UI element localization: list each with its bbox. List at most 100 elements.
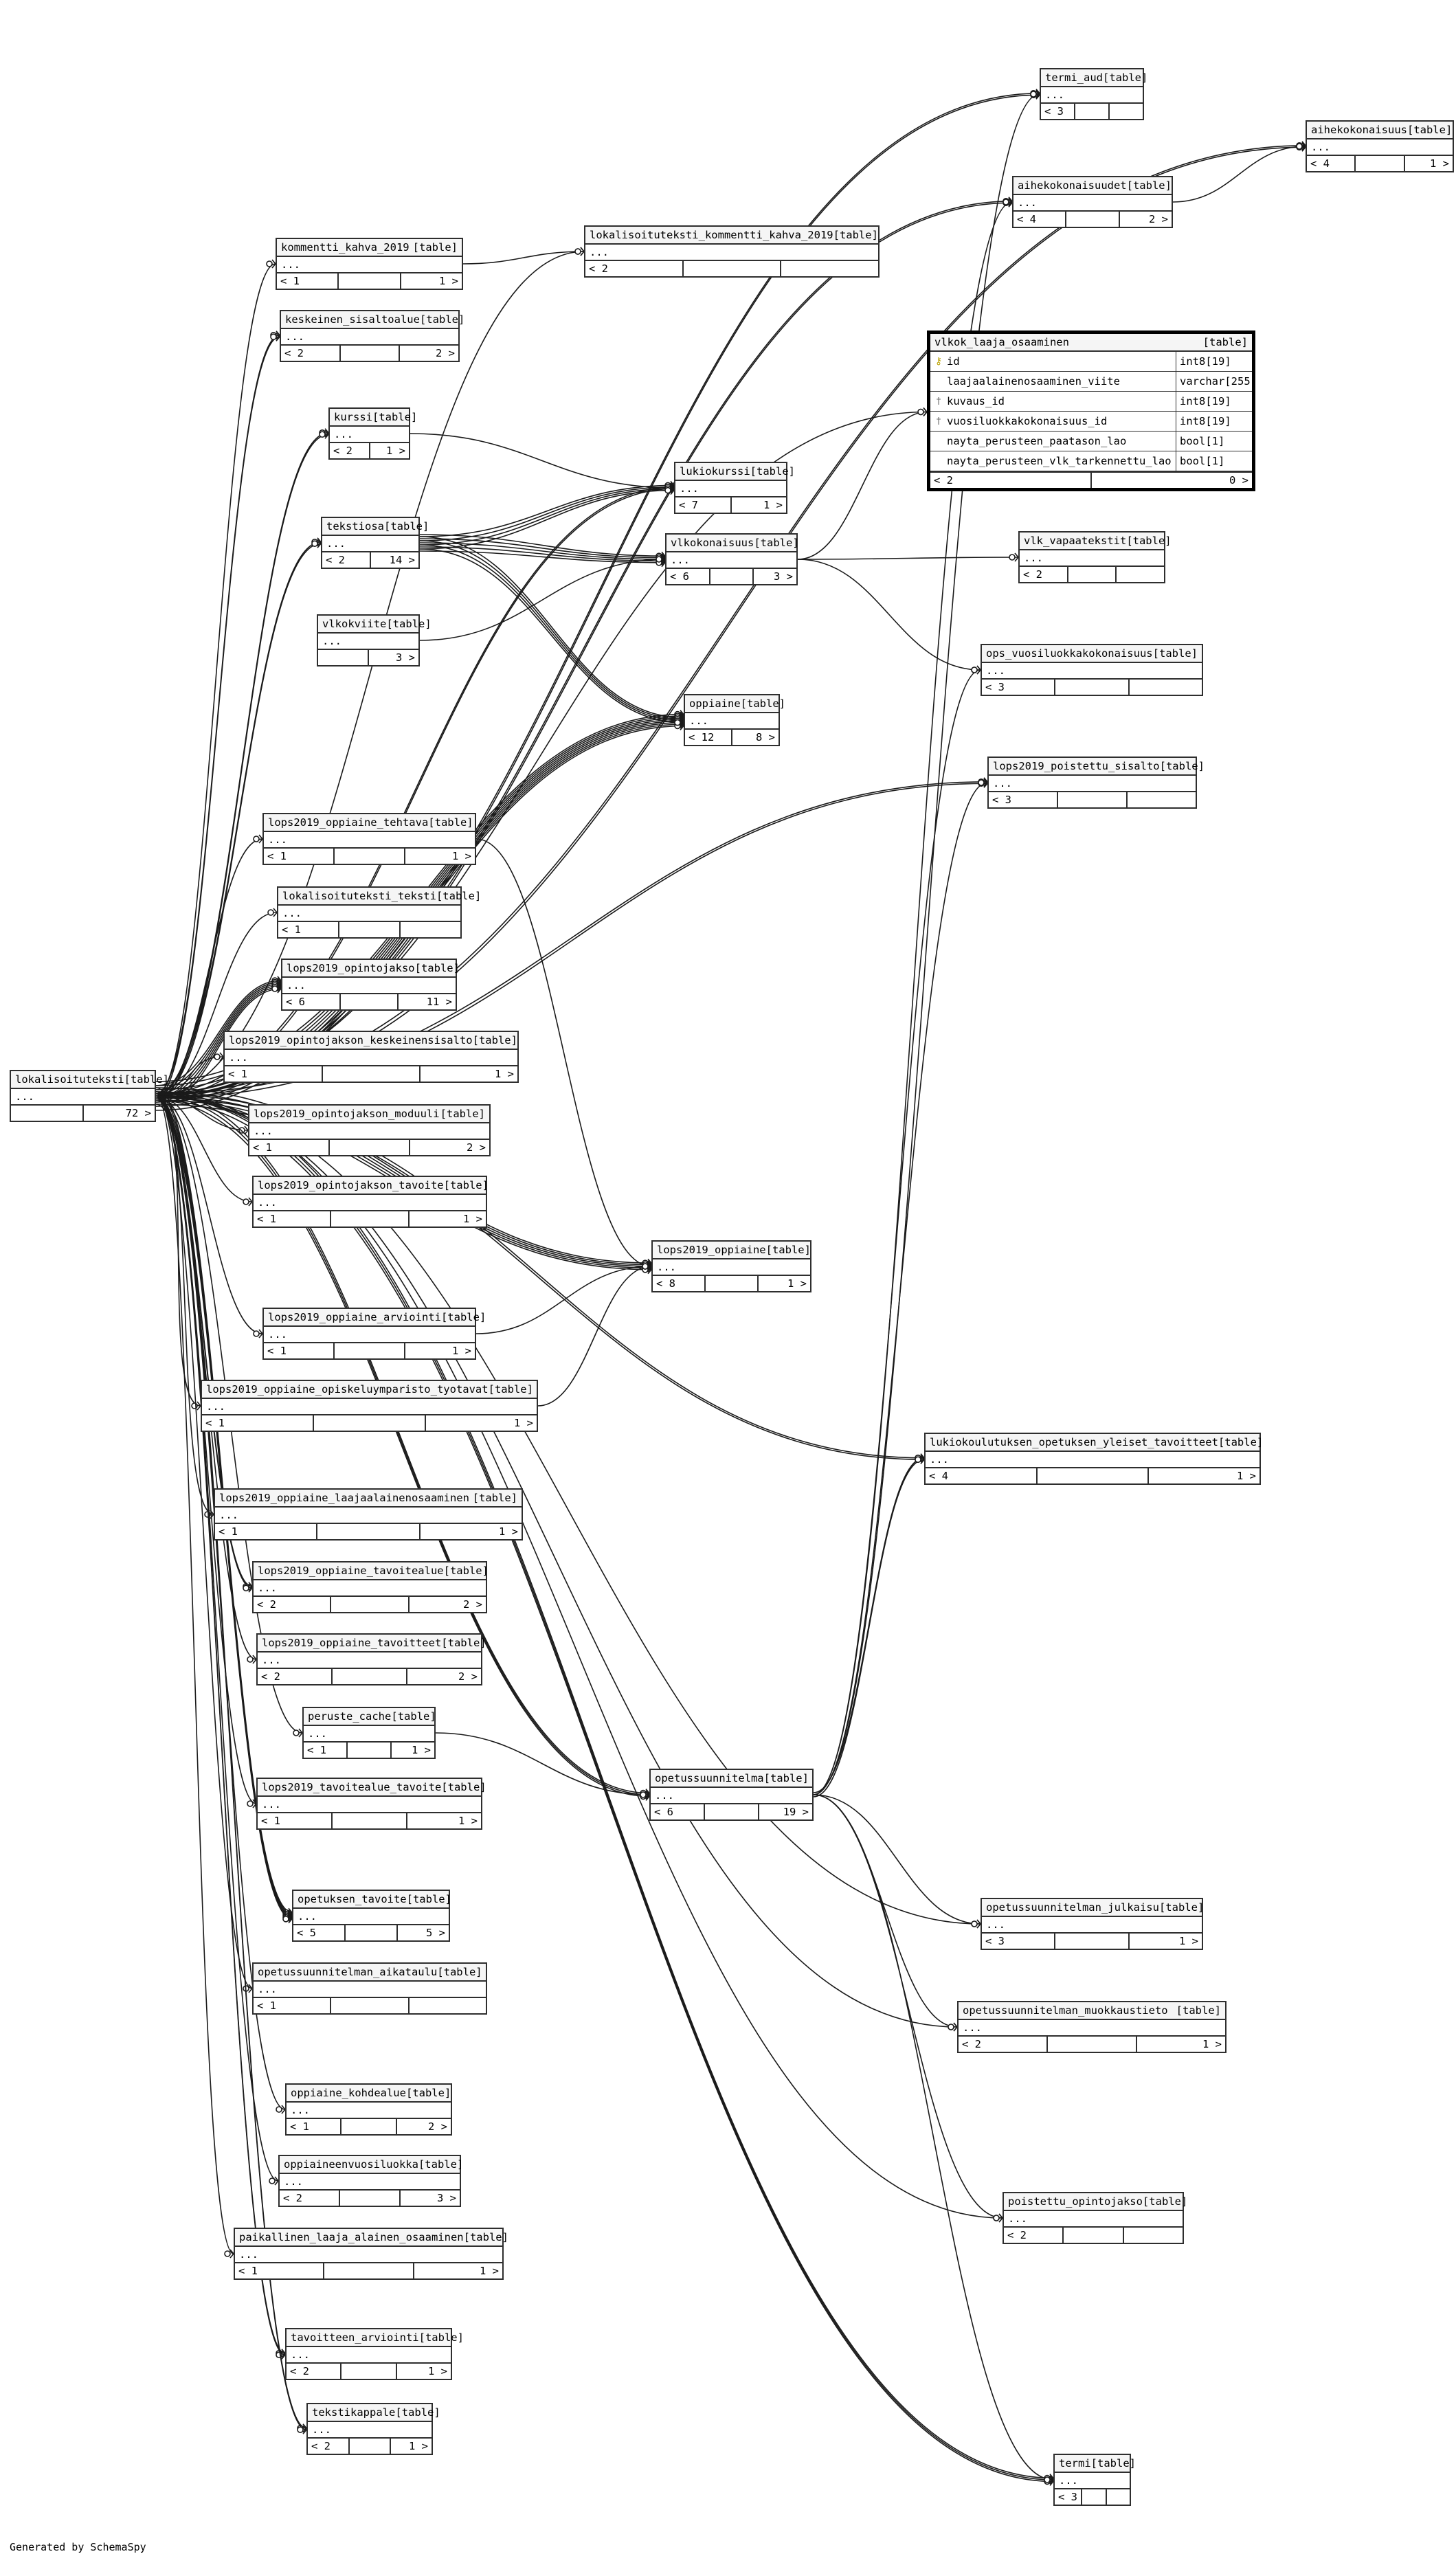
table-name[interactable]: termi_aud (1045, 71, 1103, 84)
table-name[interactable]: tekstikappale (312, 2406, 396, 2419)
table-name[interactable]: lops2019_oppiaine_laajaalainenosaaminen (219, 1492, 469, 1504)
table-name[interactable]: lops2019_oppiaine (657, 1244, 766, 1256)
table-vlkokviite[interactable]: vlkokviite[table]...3 > (317, 614, 432, 666)
table-vlk-vapaatekstit[interactable]: vlk_vapaatekstit[table]...< 2 (1018, 531, 1172, 583)
table-name[interactable]: lops2019_poistettu_sisalto (993, 760, 1160, 772)
table-ops-vuosiluokkakokonaisuus[interactable]: ops_vuosiluokkakokonaisuus[table]...< 3 (981, 644, 1203, 696)
table-lops2019-oppiaine-opiskeluymparisto-tyotavat[interactable]: lops2019_oppiaine_opiskeluymparisto_tyot… (201, 1380, 538, 1432)
table-name[interactable]: aihekokonaisuus (1311, 124, 1407, 136)
table-lops2019-oppiaine-tavoitteet[interactable]: lops2019_oppiaine_tavoitteet[table]...< … (256, 1633, 486, 1685)
table-name[interactable]: lokalisoituteksti (15, 1073, 124, 1086)
table-name[interactable]: keskeinen_sisaltoalue (285, 313, 420, 326)
table-opetussuunnitelman-julkaisu[interactable]: opetussuunnitelman_julkaisu[table]...< 3… (981, 1898, 1205, 1950)
table-name[interactable]: poistettu_opintojakso (1008, 2195, 1143, 2208)
table-lokalisoituteksti[interactable]: lokalisoituteksti[table]...72 > (10, 1070, 169, 1122)
table-name[interactable]: oppiaine_kohdealue (291, 2087, 406, 2099)
table-lops2019-oppiaine-tavoitealue[interactable]: lops2019_oppiaine_tavoitealue[table]...<… (252, 1561, 489, 1613)
table-poistettu-opintojakso[interactable]: poistettu_opintojakso[table]...< 2 (1003, 2192, 1187, 2244)
table-lokalisoituteksti-kommentti-kahva-2019[interactable]: lokalisoituteksti_kommentti_kahva_2019[t… (584, 225, 880, 278)
table-name[interactable]: tavoitteen_arviointi (291, 2331, 419, 2344)
table-name[interactable]: termi (1059, 2457, 1091, 2469)
table-lops2019-opintojakson-tavoite[interactable]: lops2019_opintojakson_tavoite[table]...<… (252, 1176, 489, 1228)
table-name[interactable]: lops2019_oppiaine_tavoitealue (258, 1565, 444, 1577)
table-opetussuunnitelman-muokkaustieto[interactable]: opetussuunnitelman_muokkaustieto[table].… (957, 2001, 1227, 2053)
table-lops2019-opintojakson-moduuli[interactable]: lops2019_opintojakson_moduuli[table]...<… (248, 1104, 491, 1156)
table-name[interactable]: opetussuunnitelma (655, 1772, 764, 1784)
table-name[interactable]: lops2019_opintojakson_moduuli (254, 1108, 440, 1120)
table-paikallinen-laaja-alainen-osaaminen[interactable]: paikallinen_laaja_alainen_osaaminen[tabl… (234, 2228, 508, 2280)
table-name[interactable]: paikallinen_laaja_alainen_osaaminen (239, 2231, 464, 2243)
table-tag: [table] (1158, 1901, 1205, 1914)
table-name[interactable]: peruste_cache (308, 1710, 392, 1723)
table-name[interactable]: lops2019_oppiaine_arviointi (268, 1311, 441, 1323)
table-lokalisoituteksti-teksti[interactable]: lokalisoituteksti_teksti[table]...< 1 (277, 886, 481, 939)
table-header: lukiokoulutuksen_opetuksen_yleiset_tavoi… (926, 1434, 1263, 1452)
table-lops2019-poistettu-sisalto[interactable]: lops2019_poistettu_sisalto[table]...< 3 (987, 757, 1205, 809)
table-name[interactable]: lops2019_opintojakso (287, 962, 415, 974)
table-termi-aud[interactable]: termi_aud[table]...< 3 (1040, 68, 1147, 120)
table-name[interactable]: lops2019_oppiaine_opiskeluymparisto_tyot… (206, 1383, 489, 1396)
count-cell: < 1 (257, 1213, 276, 1225)
table-lops2019-oppiaine-arviointi[interactable]: lops2019_oppiaine_arviointi[table]...< 1… (262, 1308, 486, 1360)
table-name[interactable]: vlkok_laaja_osaaminen (934, 336, 1069, 348)
table-name[interactable]: vlkokonaisuus (671, 537, 754, 549)
table-name[interactable]: opetussuunnitelman_julkaisu (986, 1901, 1159, 1914)
table-name[interactable]: tekstiosa (326, 520, 384, 533)
table-lops2019-opintojakson-keskeinensisalto[interactable]: lops2019_opintojakson_keskeinensisalto[t… (223, 1031, 519, 1083)
table-termi[interactable]: termi[table]...< 3 (1053, 2454, 1136, 2506)
count-cell: 1 > (1136, 2037, 1225, 2052)
table-name[interactable]: oppiaine (689, 697, 741, 710)
table-name[interactable]: vlk_vapaatekstit (1024, 535, 1127, 547)
table-name[interactable]: lukiokoulutuksen_opetuksen_yleiset_tavoi… (930, 1436, 1218, 1448)
table-name[interactable]: lops2019_opintojakson_keskeinensisalto (229, 1034, 473, 1046)
table-name[interactable]: aihekokonaisuudet (1018, 179, 1127, 192)
table-name[interactable]: oppiaineenvuosiluokka (284, 2158, 418, 2171)
table-name[interactable]: kommentti_kahva_2019 (281, 241, 410, 254)
table-name[interactable]: kurssi (334, 411, 372, 423)
table-name[interactable]: opetussuunnitelman_muokkaustieto (963, 2004, 1168, 2017)
table-lops2019-tavoitealue-tavoite[interactable]: lops2019_tavoitealue_tavoite[table]...< … (256, 1778, 486, 1830)
table-name[interactable]: lops2019_oppiaine_tehtava (268, 816, 429, 829)
table-name[interactable]: lokalisoituteksti_teksti (282, 890, 436, 902)
table-name[interactable]: opetuksen_tavoite (298, 1893, 407, 1905)
table-name[interactable]: lops2019_opintojakson_tavoite (258, 1179, 444, 1191)
table-name[interactable]: lukiokurssi (680, 465, 750, 478)
table-lops2019-oppiaine-laajaalainenosaaminen[interactable]: lops2019_oppiaine_laajaalainenosaaminen[… (214, 1488, 523, 1541)
table-opetussuunnitelman-aikataulu[interactable]: opetussuunnitelman_aikataulu[table]...< … (252, 1962, 487, 2015)
table-name[interactable]: opetussuunnitelman_aikataulu (258, 1966, 438, 1978)
table-name[interactable]: ops_vuosiluokkakokonaisuus (986, 647, 1153, 660)
table-name[interactable]: lokalisoituteksti_kommentti_kahva_2019 (590, 229, 833, 241)
table-header: lops2019_oppiaine_tavoitteet[table] (258, 1635, 486, 1653)
table-name[interactable]: vlkokviite (322, 618, 387, 630)
table-name[interactable]: lops2019_tavoitealue_tavoite (262, 1781, 442, 1793)
table-lukiokoulutuksen-opetuksen-yleiset-tavoitteet[interactable]: lukiokoulutuksen_opetuksen_yleiset_tavoi… (924, 1433, 1263, 1485)
table-name[interactable]: lops2019_oppiaine_tavoitteet (262, 1637, 442, 1649)
count-cell: 14 > (370, 552, 418, 568)
